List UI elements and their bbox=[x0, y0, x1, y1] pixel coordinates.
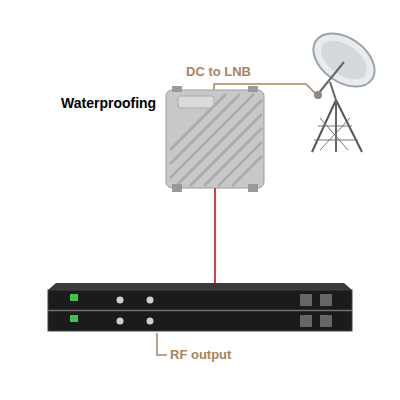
rack-unit-box: RF output bbox=[48, 283, 352, 331]
outdoor-unit bbox=[166, 86, 264, 192]
node-label: RF output bbox=[170, 347, 231, 362]
wire-label: DC to LNB bbox=[186, 64, 251, 79]
satellite-dish bbox=[304, 22, 385, 152]
coax-cable bbox=[215, 188, 216, 283]
rack-chassis bbox=[48, 283, 352, 331]
leader-line bbox=[157, 333, 167, 355]
outdoor-unit-box: Waterproofing bbox=[166, 90, 264, 188]
node-label: Waterproofing bbox=[61, 95, 156, 111]
